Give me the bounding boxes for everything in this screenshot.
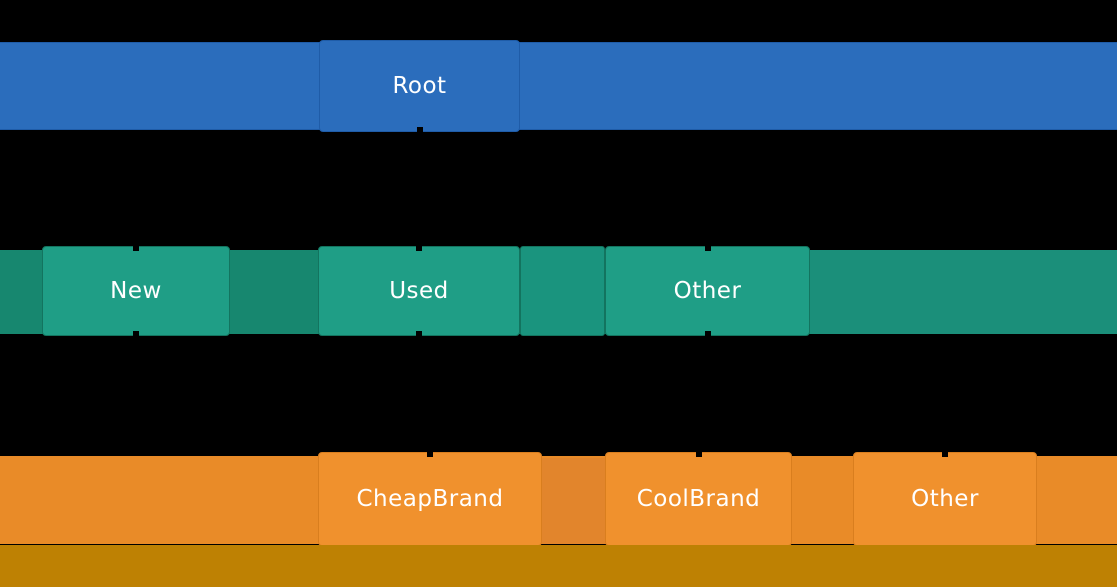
- connector-notch-top: [133, 246, 139, 251]
- tree-node-other[interactable]: Other: [853, 452, 1037, 546]
- connector-notch-bottom: [133, 331, 139, 336]
- connector-notch-top: [704, 246, 711, 251]
- connector-notch-bottom: [416, 127, 423, 132]
- connector-notch-top: [695, 452, 702, 457]
- tree-node-new[interactable]: New: [42, 246, 230, 336]
- tree-node-coolbrand[interactable]: CoolBrand: [605, 452, 792, 546]
- tree-node-root[interactable]: Root: [319, 40, 520, 132]
- level-3-segment-0: [542, 458, 605, 544]
- node-label: CheapBrand: [356, 485, 504, 512]
- tree-node-other[interactable]: Other: [605, 246, 810, 336]
- connector-notch-top: [416, 246, 422, 251]
- node-label: Other: [673, 277, 742, 304]
- connector-notch-top: [427, 452, 433, 457]
- level-2-segment-0: [810, 250, 1117, 334]
- node-label: Root: [392, 72, 447, 99]
- connector-notch-top: [942, 452, 948, 457]
- node-label: Other: [911, 485, 979, 512]
- level-4-cropped-band: [0, 545, 1117, 587]
- tree-node-used[interactable]: Used: [318, 246, 520, 336]
- node-label: New: [110, 277, 162, 304]
- level-1-band: [0, 42, 1117, 130]
- node-label: CoolBrand: [636, 485, 761, 512]
- connector-notch-bottom: [416, 331, 422, 336]
- tree-node-cheapbrand[interactable]: CheapBrand: [318, 452, 542, 546]
- node-label: Used: [389, 277, 449, 304]
- connector-notch-bottom: [704, 331, 711, 336]
- tree-node-unlabeled: [520, 246, 605, 336]
